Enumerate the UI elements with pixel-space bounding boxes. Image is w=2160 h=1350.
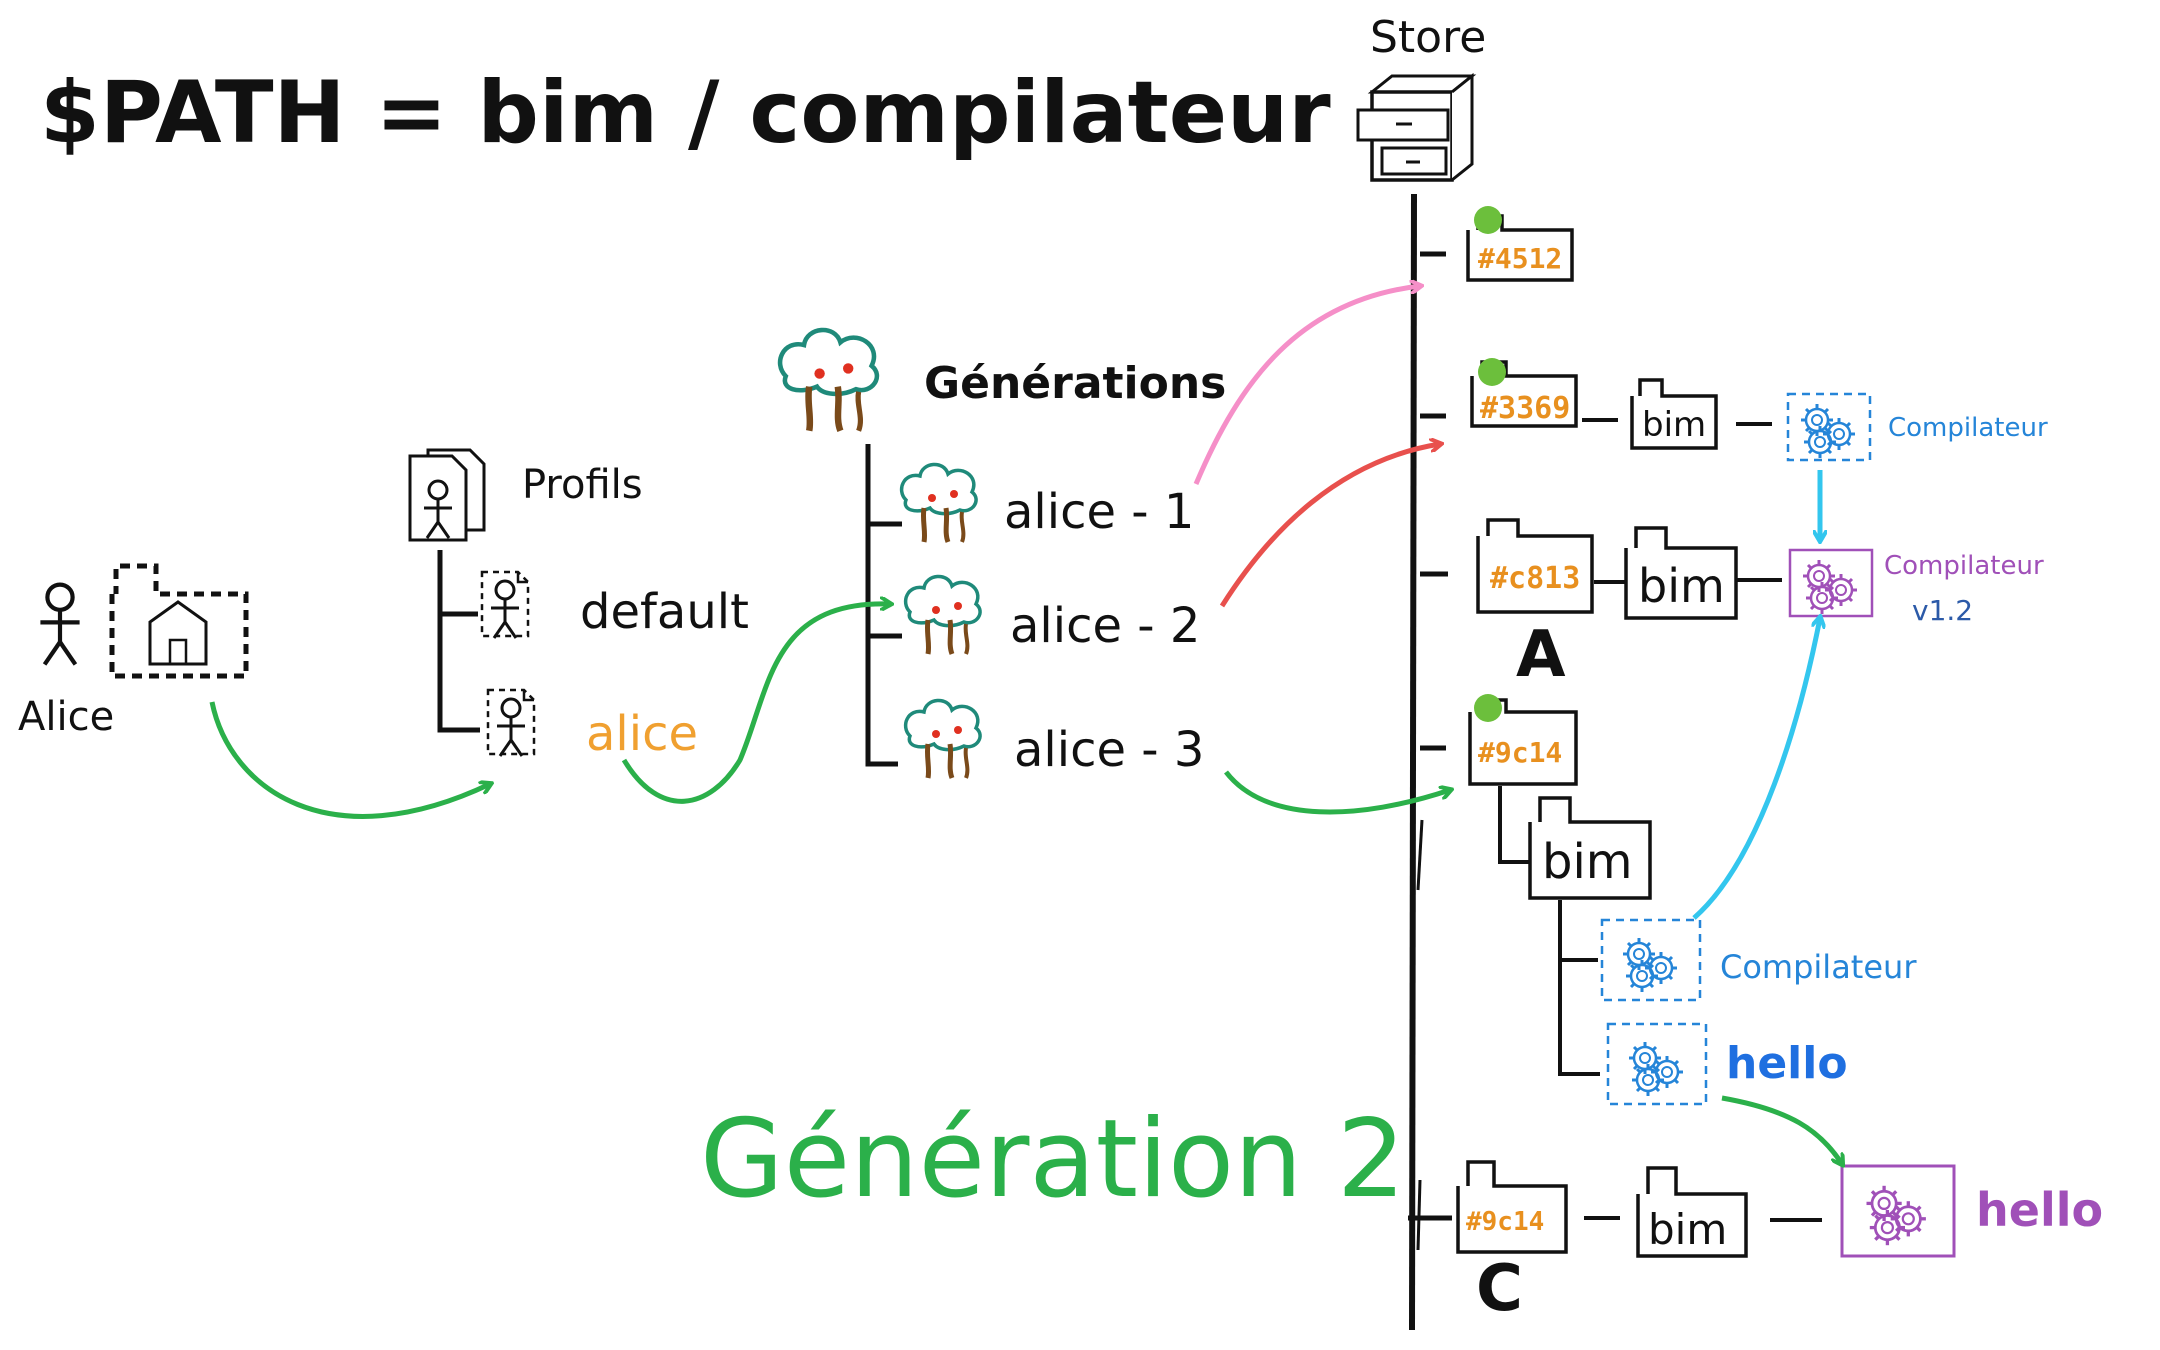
compilateur-box xyxy=(1600,918,1702,1002)
gears-icon xyxy=(1623,938,1677,992)
arrow-alice-to-profile xyxy=(209,701,490,819)
compilateur-box xyxy=(1786,392,1872,462)
file-cabinet-icon xyxy=(1356,72,1477,182)
bim-folder: bim xyxy=(1624,526,1738,620)
active-dot xyxy=(1478,358,1506,386)
bim-label: bim xyxy=(1638,559,1725,613)
gears-icon xyxy=(1867,1186,1926,1245)
gears-icon xyxy=(1801,404,1855,458)
store-hash: #3369 xyxy=(1480,391,1570,426)
bim-folder: bim xyxy=(1630,378,1718,450)
arrow-gen3-to-9c14 xyxy=(1224,770,1450,815)
profile-document-icon xyxy=(482,572,528,638)
gears-icon xyxy=(1629,1042,1683,1096)
caption-generation: Génération 2 xyxy=(700,1097,1406,1222)
store-label: Store xyxy=(1370,12,1486,63)
store-entry-9c14: #9c14 xyxy=(1468,694,1578,786)
hello-box xyxy=(1606,1022,1708,1106)
page-title: $PATH = bim / compilateur xyxy=(40,63,1331,163)
hello-final-label: hello xyxy=(1976,1183,2103,1237)
gears-icon xyxy=(1803,560,1857,614)
generation-1-label: alice - 1 xyxy=(1004,484,1194,540)
arrow-gen1-to-4512 xyxy=(1193,286,1420,485)
hello-final-box xyxy=(1840,1164,1956,1258)
generations-header: Générations xyxy=(924,358,1226,409)
profile-document-icon xyxy=(488,690,534,756)
store-hash: #9c14 xyxy=(1478,736,1562,769)
store-marker-a: A xyxy=(1516,618,1566,692)
tree-icon xyxy=(902,464,977,542)
alice-user: Alice xyxy=(18,585,114,740)
hello-label: hello xyxy=(1726,1038,1848,1089)
store-hash: #9c14 xyxy=(1466,1207,1544,1237)
tree-icon xyxy=(906,576,981,654)
store-entry-3369: #3369 xyxy=(1470,358,1578,428)
store-section: Store #4512 #3369 xyxy=(1356,12,2103,1331)
home-folder-icon xyxy=(109,563,249,679)
generation-3-label: alice - 3 xyxy=(1014,722,1204,778)
compilateur-v12-label: Compilateur xyxy=(1884,551,2044,581)
store-timeline xyxy=(1409,193,1417,1331)
store-entry-9c14-c: #9c14 xyxy=(1456,1160,1568,1254)
arrow-hello-to-final xyxy=(1721,1095,1842,1164)
store-marker-c: C xyxy=(1476,1252,1523,1326)
store-hash: #4512 xyxy=(1478,242,1562,275)
bim-folder: bim xyxy=(1636,1166,1748,1258)
compilateur-label: Compilateur xyxy=(1720,948,1917,986)
arrow-9c14-compilateur-to-v12 xyxy=(1692,618,1820,920)
tree-icon xyxy=(780,330,877,431)
profiles-section: Profils default alice xyxy=(408,448,749,762)
active-dot xyxy=(1474,206,1502,234)
profile-default-label: default xyxy=(580,584,749,640)
arrow-profile-to-generation xyxy=(621,604,890,804)
arrow-gen2-to-3369 xyxy=(1219,444,1440,608)
generation-2-label: alice - 2 xyxy=(1010,598,1200,654)
compilateur-version: v1.2 xyxy=(1912,594,1973,627)
profile-alice-label: alice xyxy=(586,706,698,762)
store-hash: #c813 xyxy=(1490,561,1580,596)
store-entry-c813: #c813 xyxy=(1476,518,1594,614)
bim-label: bim xyxy=(1542,834,1633,890)
compilateur-v12-box xyxy=(1788,548,1874,618)
tree-icon xyxy=(906,700,981,778)
store-entry-4512: #4512 xyxy=(1466,206,1574,282)
generations-section: Générations alice - 1 alice - 2 alice - … xyxy=(780,330,1226,778)
profiles-header: Profils xyxy=(522,462,643,508)
compilateur-label: Compilateur xyxy=(1888,413,2048,443)
user-name: Alice xyxy=(18,694,114,740)
profiles-header-icon xyxy=(408,448,486,542)
bim-label: bim xyxy=(1642,405,1706,445)
bim-label: bim xyxy=(1648,1205,1727,1254)
bim-folder: bim xyxy=(1528,796,1652,900)
active-dot xyxy=(1474,694,1502,722)
stick-figure-icon xyxy=(40,585,79,665)
